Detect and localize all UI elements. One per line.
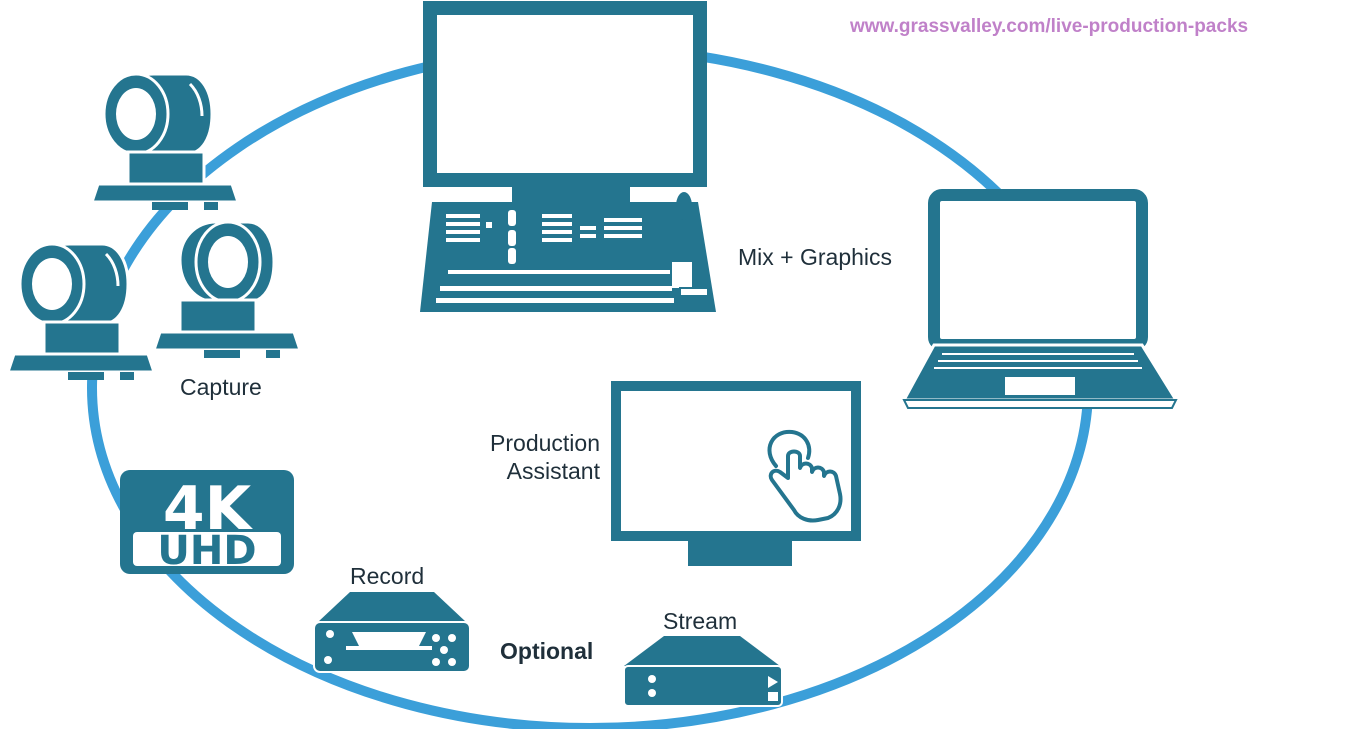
production-assistant-label: Production Assistant [440,430,600,485]
badge-uhd-text: UHD [157,528,256,574]
ptz-camera-icon [151,220,303,358]
capture-label: Capture [180,374,262,400]
stream-label: Stream [663,608,738,634]
streamer-icon [623,636,783,707]
video-switcher-panel-icon [420,192,716,312]
monitor-icon [423,1,707,202]
website-url[interactable]: www.grassvalley.com/live-production-pack… [850,16,1249,37]
mix-graphics-label: Mix + Graphics [738,244,893,270]
record-label: Record [350,563,425,589]
ptz-camera-icon [5,242,157,380]
ptz-camera-icon [89,72,241,210]
touch-hand-icon [767,429,843,523]
production-assistant-line1: Production [490,430,600,456]
production-assistant-line2: Assistant [506,457,600,484]
4k-uhd-badge-icon: 4K UHD [120,470,294,574]
laptop-icon [901,189,1179,409]
touch-screen-icon [611,381,861,566]
optional-label: Optional [500,638,594,664]
recorder-icon [313,592,471,673]
